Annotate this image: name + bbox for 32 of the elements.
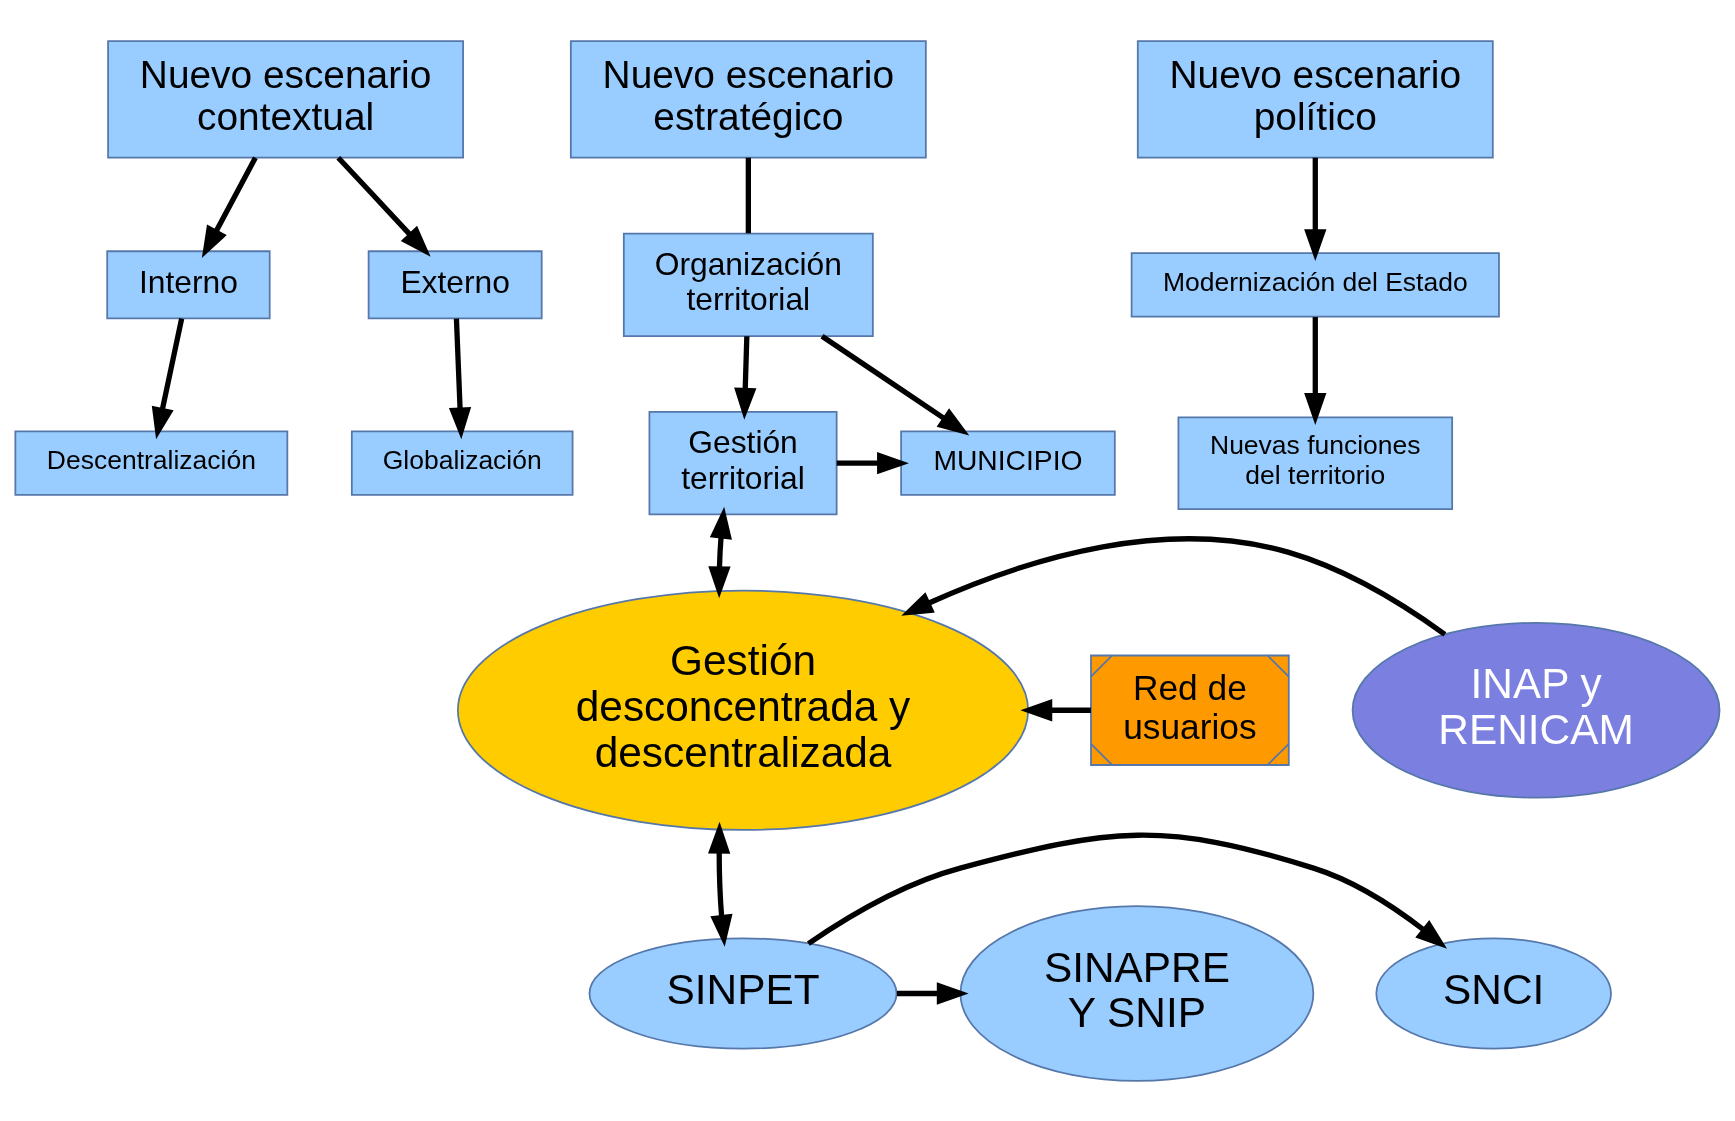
node-box: Nuevas funciones del territorio: [1177, 415, 1454, 510]
node-box: Globalización: [350, 430, 574, 496]
arrow: [1304, 157, 1327, 261]
connector: [745, 157, 751, 233]
arrow: [336, 155, 431, 257]
node-box: Nuevo escenario contextual: [107, 39, 464, 158]
node-box: Interno: [106, 249, 271, 319]
node-ellipse: INAP y RENICAM: [1351, 621, 1721, 799]
arrow: [708, 821, 733, 947]
arrow: [201, 155, 258, 258]
arrow: [836, 451, 909, 474]
arrow: [820, 333, 970, 435]
node-box: Nuevo escenario político: [1136, 39, 1494, 158]
node-ellipse: SINAPRE Y SNIP: [959, 904, 1315, 1082]
arrow: [806, 832, 1448, 949]
arrow: [1020, 698, 1091, 721]
node-box: Modernización del Estado: [1130, 251, 1500, 317]
node-box: Externo: [367, 249, 543, 319]
node-box: Descentralización: [14, 430, 289, 496]
arrow: [151, 317, 185, 439]
node-box: Organización territorial: [622, 232, 874, 337]
arrow: [448, 318, 472, 439]
node-ellipse: SNCI: [1375, 936, 1612, 1050]
arrow: [896, 981, 969, 1005]
arrow: [708, 506, 732, 598]
node-box: Gestión territorial: [648, 410, 838, 515]
node-box: Nuevo escenario estratégico: [569, 39, 927, 158]
node-box: MUNICIPIO: [900, 430, 1116, 496]
arrow: [734, 335, 757, 420]
arrow: [901, 535, 1447, 636]
node-ellipse: SINPET: [588, 936, 898, 1050]
arrow: [1304, 316, 1327, 425]
